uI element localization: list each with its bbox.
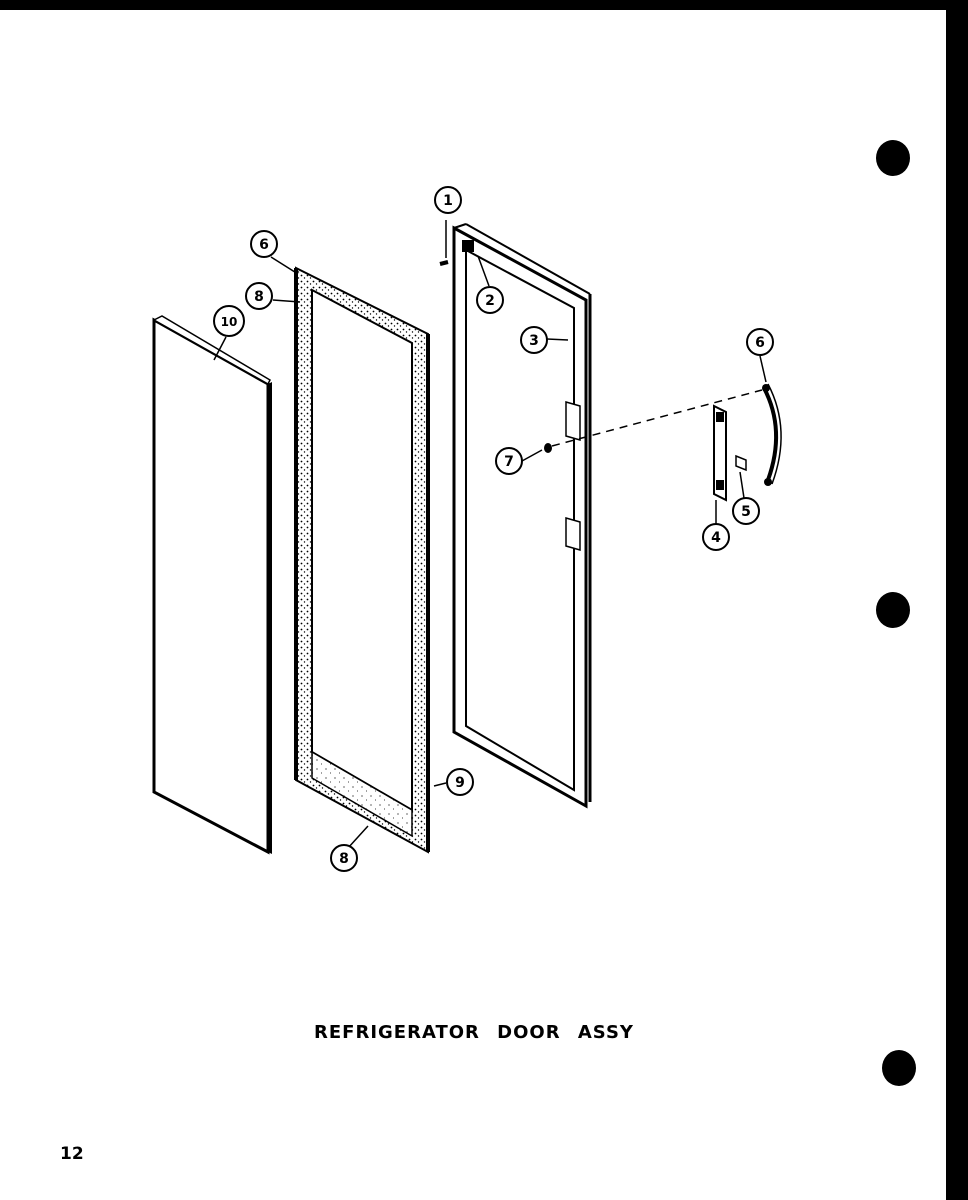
diagram-caption: REFRIGERATOR DOOR ASSY: [314, 1022, 634, 1043]
door-panel-part: [152, 315, 272, 855]
callout-9-bottom: 9: [446, 768, 474, 796]
callout-8-top: 8: [245, 282, 273, 310]
svg-text:3: 3: [529, 333, 539, 349]
svg-text:6: 6: [259, 237, 269, 253]
callout-10: 10: [213, 305, 245, 337]
svg-text:8: 8: [254, 289, 264, 305]
callout-4: 4: [702, 523, 730, 551]
gasket-frame-part: [294, 266, 430, 854]
callout-6-handle: 6: [746, 328, 774, 356]
binder-hole-bottom: [882, 1050, 916, 1086]
svg-text:10: 10: [221, 315, 238, 329]
plug-part: [462, 240, 474, 252]
svg-text:6: 6: [755, 335, 765, 351]
page-number: 12: [60, 1144, 84, 1164]
callout-2: 2: [476, 286, 504, 314]
callout-1: 1: [434, 186, 462, 214]
handle-bracket-part: [713, 404, 727, 502]
svg-text:7: 7: [504, 454, 514, 470]
svg-text:1: 1: [443, 193, 453, 209]
handle-plug-part: [544, 389, 763, 453]
svg-text:5: 5: [741, 504, 751, 520]
callout-3: 3: [520, 326, 548, 354]
callout-6-top: 6: [250, 230, 278, 258]
clip-part: [735, 454, 747, 472]
callout-5: 5: [732, 497, 760, 525]
svg-text:4: 4: [711, 530, 721, 546]
screw-part: [439, 220, 449, 266]
door-handle-part: [762, 383, 782, 486]
svg-text:8: 8: [339, 851, 349, 867]
callout-8-bottom: 8: [330, 844, 358, 872]
door-liner-part: [452, 223, 592, 809]
exploded-view-diagram: 1 2 3 4 5 6 6 7: [152, 186, 782, 872]
binder-hole-top: [876, 140, 910, 176]
binder-hole-middle: [876, 592, 910, 628]
leader-lines: [213, 255, 767, 849]
svg-text:9: 9: [455, 775, 465, 791]
svg-text:2: 2: [485, 293, 495, 309]
callout-7: 7: [495, 447, 523, 475]
